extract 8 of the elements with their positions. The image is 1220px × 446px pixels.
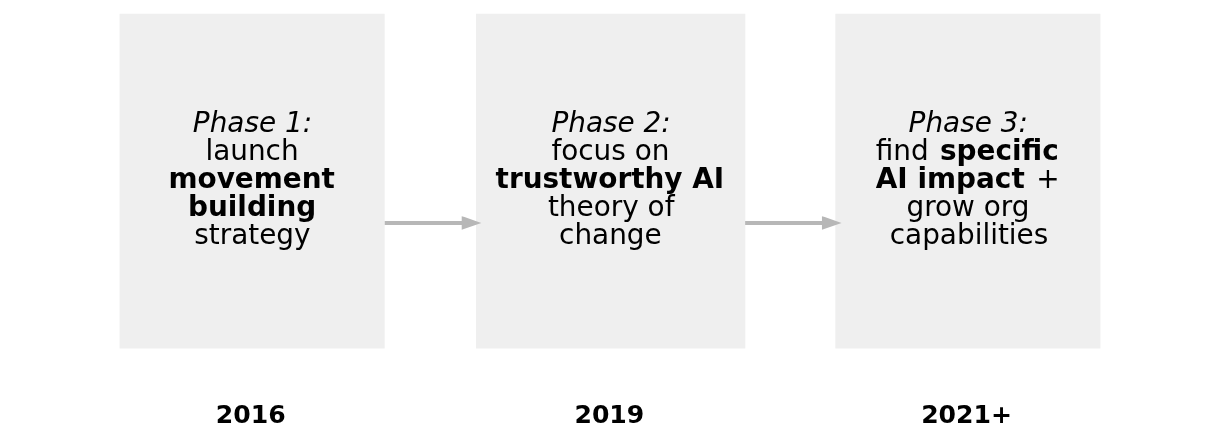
node-box: Phase 1: launch movement building strategy [119,13,385,349]
node-label: 2016 [215,400,286,430]
node-box: Phase 2: focus on trustworthy AI theory of change [476,13,746,349]
arrow [745,216,842,230]
arrow [384,216,482,230]
node-box: Phase 3: find specific AI impact + grow org capabilities [835,13,1101,349]
node-label: 2019 [574,400,645,430]
node-label: 2021+ [921,400,1013,430]
